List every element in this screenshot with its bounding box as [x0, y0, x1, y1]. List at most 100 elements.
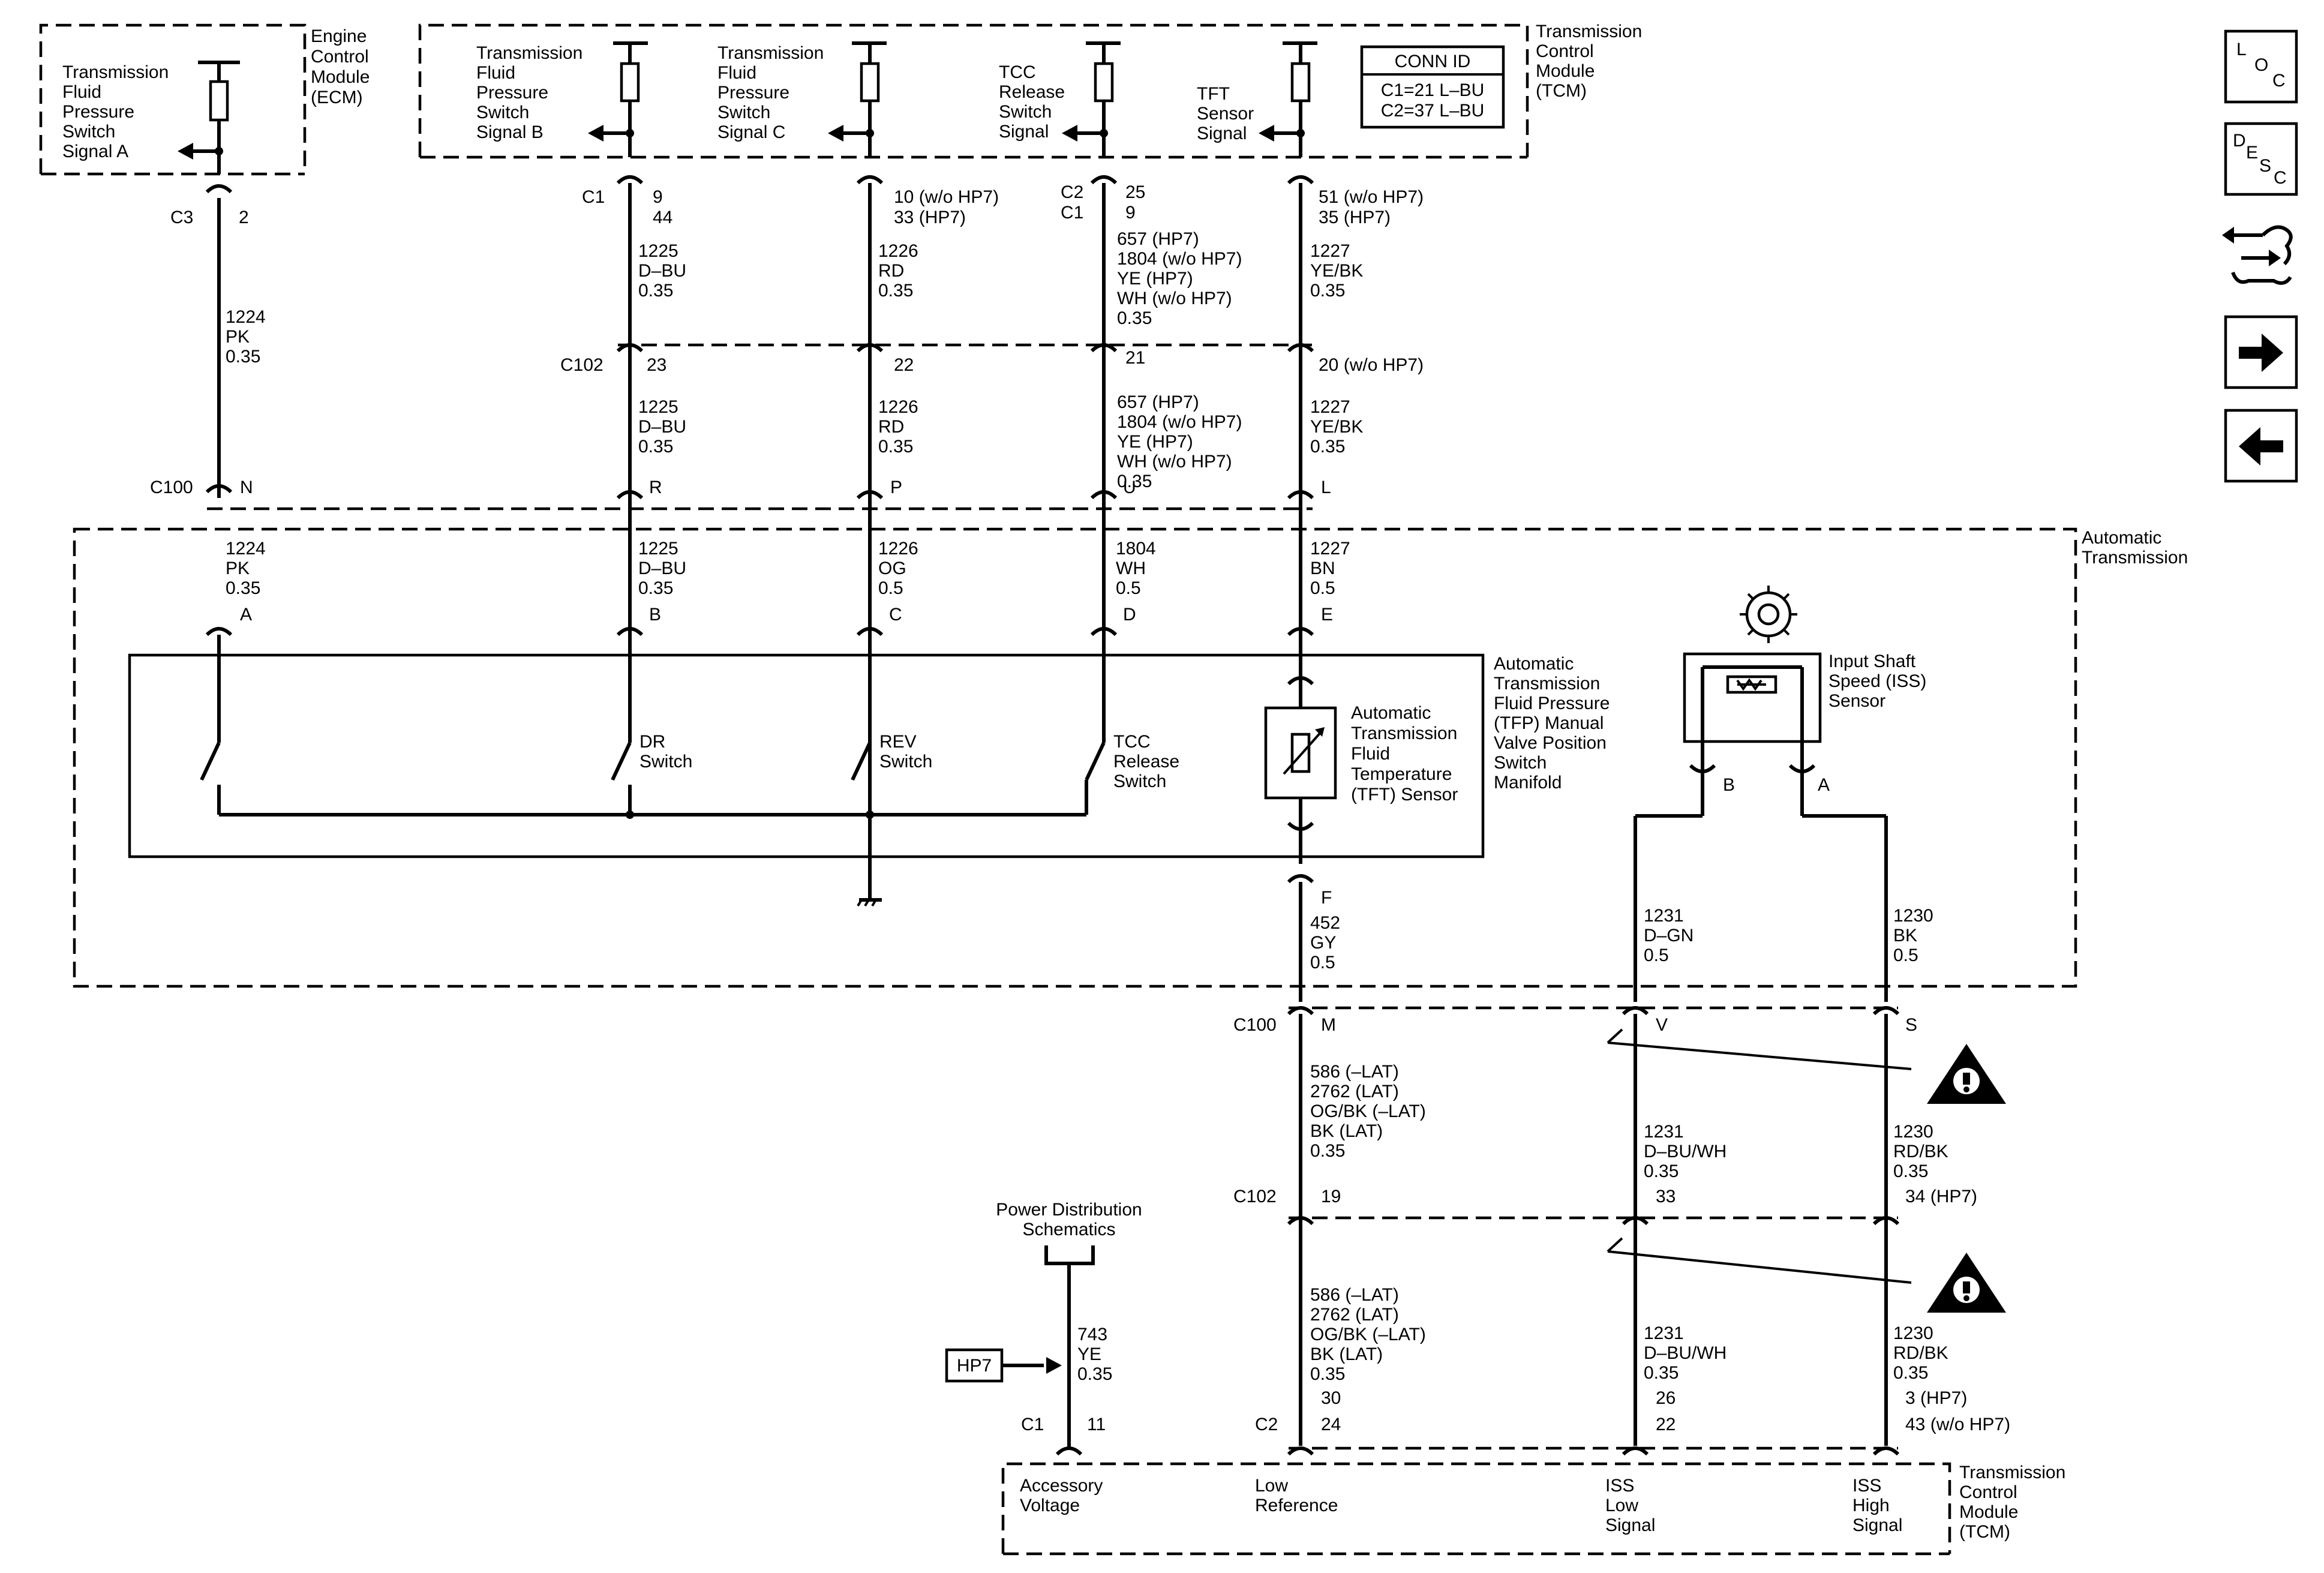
back-arrow-button[interactable]	[2224, 409, 2298, 483]
conn-id-title: CONN ID	[1395, 52, 1471, 71]
c3-pin: 2	[239, 208, 249, 227]
c1-label: C1	[582, 187, 605, 207]
iss-pin-a: A	[1818, 775, 1830, 795]
c2-c1-label: C1	[1061, 203, 1083, 223]
c100-pin-s: S	[1905, 1015, 1917, 1035]
c100-lower-label: C100	[1233, 1015, 1277, 1035]
c100-upper-label: C100	[150, 478, 193, 497]
c100-pin-m: M	[1321, 1015, 1336, 1035]
desc-c: C	[2274, 168, 2287, 188]
twisted-pair-mark-1	[1607, 1041, 1912, 1070]
trans-pin-b: B	[649, 605, 661, 625]
desc-e: E	[2246, 143, 2258, 163]
c100-pin-c: P	[890, 478, 902, 497]
c100-pin-e: L	[1321, 478, 1331, 497]
wire-m-low: 586 (–LAT)2762 (LAT)OG/BK (–LAT)BK (LAT)…	[1310, 1062, 1426, 1161]
c2-label: C2	[1061, 182, 1083, 202]
lower-section: C100 M V S 586 (–LAT)2762 (LAT)OG/BK (–L…	[945, 1006, 2065, 1556]
wire-m-bot: 586 (–LAT)2762 (LAT)OG/BK (–LAT)BK (LAT)…	[1310, 1285, 1426, 1384]
c2-pin-43: 43 (w/o HP7)	[1905, 1415, 2010, 1434]
trans-pin-f-label: F	[1321, 888, 1332, 908]
c100-pin-d: U	[1123, 478, 1136, 497]
iss-pin-b: B	[1723, 775, 1735, 795]
c100-pin-a: N	[240, 478, 253, 497]
loc-c: C	[2272, 71, 2286, 91]
tfp-manifold-box	[128, 653, 1485, 858]
loc-button[interactable]: L O C	[2224, 29, 2298, 104]
c102-pin-34: 34 (HP7)	[1905, 1187, 1977, 1206]
c102-pin-19: 19	[1321, 1187, 1341, 1206]
caution-icon-2	[1927, 1253, 2006, 1313]
trans-pin-a: A	[240, 605, 252, 625]
trans-pin-c: C	[889, 605, 902, 625]
c102-upper-label: C102	[560, 355, 603, 375]
desc-button[interactable]: D E S C	[2224, 122, 2298, 196]
pin-c-c1: 10 (w/o HP7)33 (HP7)	[894, 187, 999, 227]
c1-pin-11: 11	[1087, 1415, 1106, 1434]
forward-arrow-button[interactable]	[2224, 315, 2298, 389]
c100-pin-v: V	[1656, 1015, 1668, 1035]
c2-pin-24: 24	[1321, 1415, 1341, 1434]
nav-panel: L O C D E S C	[2222, 29, 2298, 483]
desc-s: S	[2259, 156, 2271, 176]
c2-pin-3: 3 (HP7)	[1905, 1388, 1967, 1408]
c100-upper-connector: C100 N R P U L	[150, 478, 1331, 511]
c100-pin-b: R	[649, 478, 662, 497]
loc-o: O	[2254, 55, 2268, 75]
trans-pin-d: D	[1123, 605, 1136, 625]
c2-pin-26: 26	[1656, 1388, 1676, 1408]
c2-lower-label: C2	[1255, 1415, 1278, 1434]
ground-symbol	[857, 815, 882, 907]
pin-e-c102: 20 (w/o HP7)	[1319, 355, 1424, 375]
c102-pin-33: 33	[1656, 1187, 1676, 1206]
c3-label: C3	[170, 208, 193, 227]
swap-wrench-icon[interactable]	[2222, 225, 2293, 285]
pin-c-c102: 22	[894, 355, 914, 375]
pin-e-c1: 51 (w/o HP7)35 (HP7)	[1319, 187, 1424, 227]
